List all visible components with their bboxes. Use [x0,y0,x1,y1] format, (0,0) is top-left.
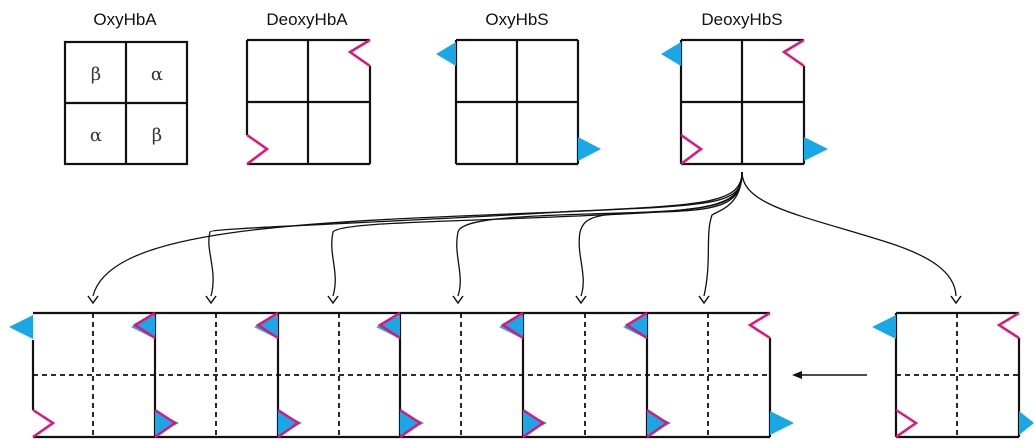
receptor-pocket [680,133,704,165]
receptor-pocket [246,133,270,165]
junction [376,311,424,439]
title-deoxyhba: DeoxyHbA [266,10,348,29]
sticky-patch [578,137,601,161]
sticky-patch [804,137,828,161]
title-oxyhbs: OxyHbS [485,10,548,29]
recruitment-arrows [92,171,957,297]
polymer-dashed-lines [33,313,770,437]
subunit-beta-1: β [91,64,101,85]
join-arrow [792,371,867,379]
sticky-patch [872,315,896,339]
oxyhbs-tetramer [454,38,580,166]
arrowheads [87,295,962,305]
receptor-pocket [895,408,919,439]
receptor-pocket [781,38,805,68]
polymer-fiber [9,311,794,439]
subunit-alpha-2: α [90,125,102,146]
receptor-pocket [996,311,1020,340]
sticky-patch [770,411,794,435]
junction [254,311,302,439]
oxyhba-tetramer [63,40,189,166]
junction [499,311,547,439]
junction-contacts [131,311,671,439]
deoxyhba-tetramer [245,38,372,166]
receptor-pocket [32,408,56,439]
junction [131,311,179,439]
title-oxyhba: OxyHbA [93,10,157,29]
sticky-patch [9,315,33,339]
subunit-beta-2: β [152,125,162,146]
sticky-patch [1019,411,1034,435]
incoming-deoxyhbs-tetramer [872,311,1034,439]
receptor-pocket [347,38,371,68]
title-deoxyhbs: DeoxyHbS [701,10,782,29]
sticky-patch [661,42,681,66]
subunit-alpha-1: α [151,64,163,85]
deoxyhbs-tetramer [679,38,806,166]
sticky-patch [436,42,456,66]
junction [623,311,671,439]
receptor-pocket [747,311,771,340]
